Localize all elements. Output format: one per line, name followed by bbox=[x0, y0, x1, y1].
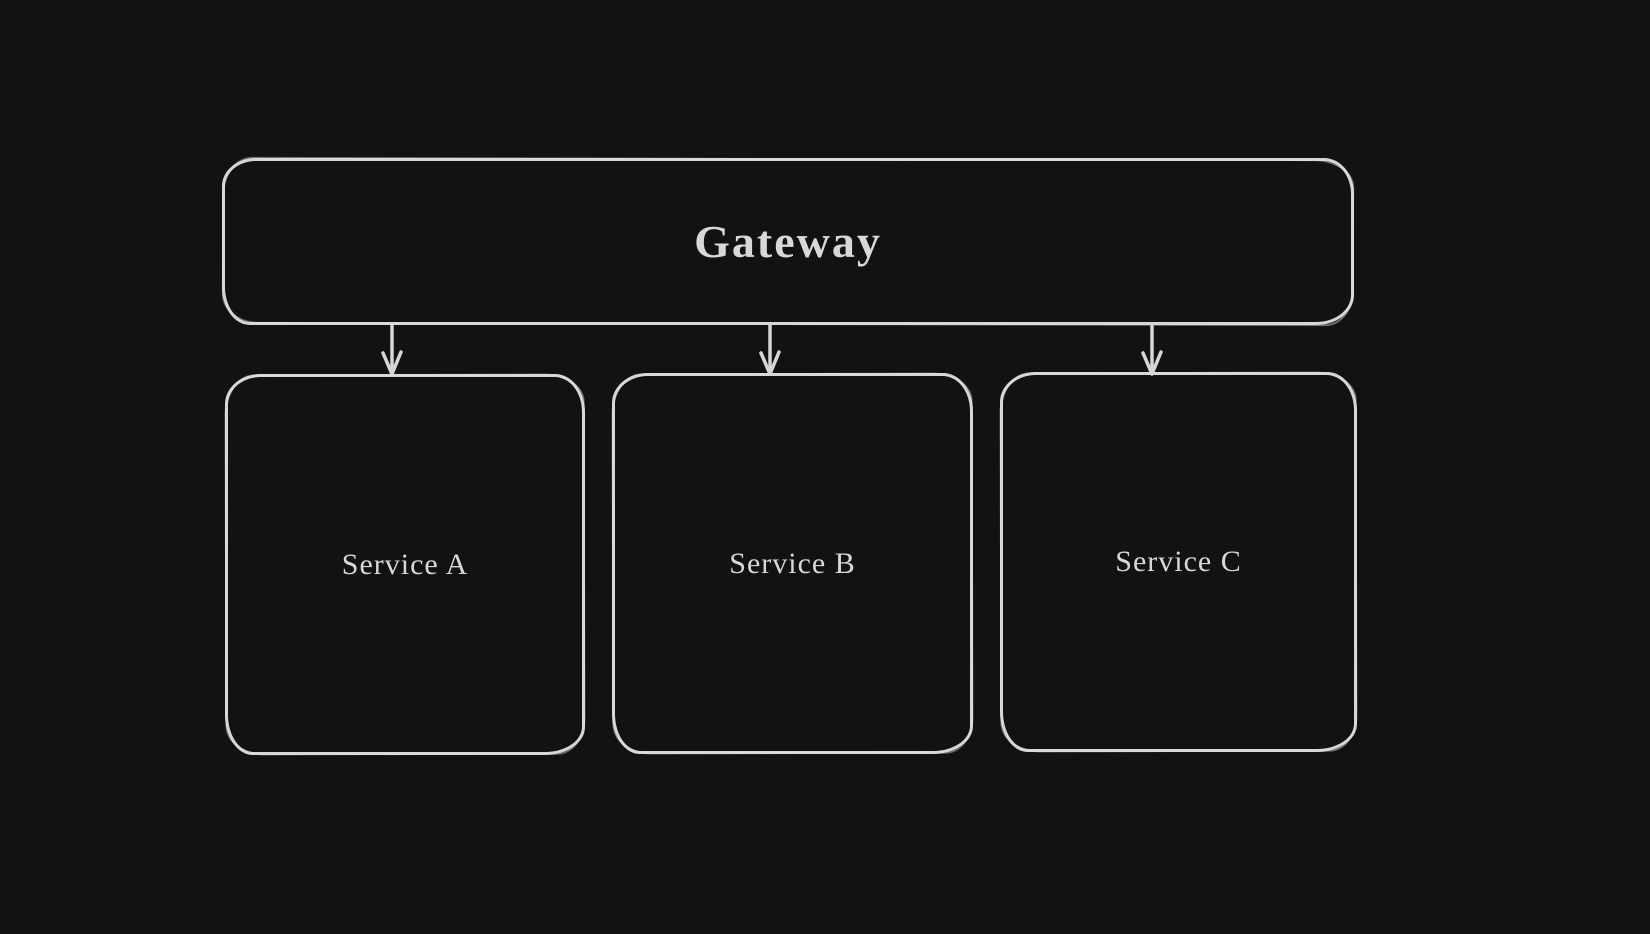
gateway-label: Gateway bbox=[694, 216, 882, 267]
service-a-label: Service A bbox=[341, 547, 469, 581]
arrow-gateway-to-service-c[interactable] bbox=[1130, 322, 1174, 378]
arrow-gateway-to-service-b[interactable] bbox=[748, 322, 792, 378]
arrow-gateway-to-service-a[interactable] bbox=[370, 322, 414, 378]
service-a-node[interactable]: Service A bbox=[225, 374, 585, 755]
service-b-node[interactable]: Service B bbox=[612, 373, 973, 754]
down-arrow-icon bbox=[1141, 323, 1163, 376]
down-arrow-icon bbox=[759, 323, 781, 376]
service-c-label: Service C bbox=[1115, 545, 1242, 578]
service-b-label: Service B bbox=[729, 546, 856, 580]
service-c-node[interactable]: Service C bbox=[1000, 372, 1357, 752]
down-arrow-icon bbox=[381, 323, 403, 376]
gateway-node[interactable]: Gateway bbox=[222, 158, 1354, 325]
